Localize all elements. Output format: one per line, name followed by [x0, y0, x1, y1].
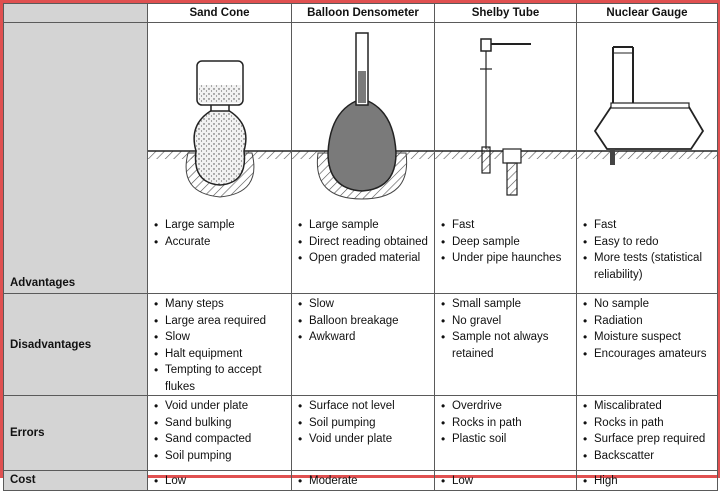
shelby-tube-cost-cell: Low [434, 470, 577, 491]
comparison-frame: Sand Cone Balloon Densometer Shelby Tube… [0, 0, 720, 478]
list-item: No gravel [441, 313, 572, 330]
list-item: Many steps [154, 296, 287, 313]
balloon-densometer-errors-list: Surface not level Soil pumping Void unde… [298, 398, 430, 448]
row-header-disadvantages: Disadvantages [3, 293, 148, 396]
list-item: Open graded material [298, 250, 430, 267]
row-header-errors: Errors [3, 395, 148, 471]
balloon-densometer-advantages-list: Large sample Direct reading obtained Ope… [298, 217, 430, 267]
list-item: Under pipe haunches [441, 250, 572, 267]
balloon-densometer-disadvantages-list: Slow Balloon breakage Awkward [298, 296, 430, 346]
list-item: Fast [583, 217, 713, 234]
column-header-shelby-tube: Shelby Tube [434, 3, 577, 23]
list-item: Easy to redo [583, 234, 713, 251]
sand-cone-advantages-cell: Large sample Accurate [147, 22, 292, 294]
list-item: Halt equipment [154, 346, 287, 363]
row-header-advantages: Advantages [3, 22, 148, 294]
list-item: Large area required [154, 313, 287, 330]
corner-cell [3, 3, 148, 23]
errors-row: Errors Void under plate Sand bulking San… [3, 395, 718, 471]
sand-cone-errors-list: Void under plate Sand bulking Sand compa… [154, 398, 287, 464]
list-item: Overdrive [441, 398, 572, 415]
advantages-row: Advantages [3, 22, 718, 294]
list-item: Awkward [298, 329, 430, 346]
list-item: Direct reading obtained [298, 234, 430, 251]
list-item: Large sample [154, 217, 287, 234]
list-item: Sand bulking [154, 415, 287, 432]
shelby-tube-errors-cell: Overdrive Rocks in path Plastic soil [434, 395, 577, 471]
nuclear-gauge-advantages-cell: Fast Easy to redo More tests (statistica… [576, 22, 718, 294]
balloon-densometer-disadvantages-cell: Slow Balloon breakage Awkward [291, 293, 435, 396]
list-item: Low [154, 473, 287, 490]
sand-cone-cost-cell: Low [147, 470, 292, 491]
nuclear-gauge-errors-cell: Miscalibrated Rocks in path Surface prep… [576, 395, 718, 471]
balloon-densometer-cost-cell: Moderate [291, 470, 435, 491]
list-item: Miscalibrated [583, 398, 713, 415]
list-item: Radiation [583, 313, 713, 330]
list-item: Large sample [298, 217, 430, 234]
list-item: Rocks in path [441, 415, 572, 432]
list-item: Soil pumping [298, 415, 430, 432]
nuclear-gauge-cost-cell: High [576, 470, 718, 491]
list-item: Sample not always retained [441, 329, 572, 362]
list-item: Void under plate [154, 398, 287, 415]
shelby-tube-advantages-cell: Fast Deep sample Under pipe haunches [434, 22, 577, 294]
row-header-cost: Cost [3, 470, 148, 491]
list-item: High [583, 473, 713, 490]
list-item: Sand compacted [154, 431, 287, 448]
list-item: No sample [583, 296, 713, 313]
nuclear-gauge-advantages-list: Fast Easy to redo More tests (statistica… [583, 217, 713, 283]
disadvantages-row: Disadvantages Many steps Large area requ… [3, 293, 718, 396]
list-item: Moisture suspect [583, 329, 713, 346]
list-item: Backscatter [583, 448, 713, 465]
list-item: Slow [298, 296, 430, 313]
sand-cone-disadvantages-list: Many steps Large area required Slow Halt… [154, 296, 287, 395]
list-item: Fast [441, 217, 572, 234]
row-label-advantages: Advantages [10, 277, 76, 289]
column-header-nuclear-gauge: Nuclear Gauge [576, 3, 718, 23]
balloon-densometer-errors-cell: Surface not level Soil pumping Void unde… [291, 395, 435, 471]
sand-cone-errors-cell: Void under plate Sand bulking Sand compa… [147, 395, 292, 471]
list-item: Rocks in path [583, 415, 713, 432]
sand-cone-advantages-list: Large sample Accurate [154, 217, 287, 250]
list-item: Void under plate [298, 431, 430, 448]
balloon-densometer-advantages-cell: Large sample Direct reading obtained Ope… [291, 22, 435, 294]
balloon-densometer-illustration [292, 23, 434, 215]
list-item: Balloon breakage [298, 313, 430, 330]
list-item: More tests (statistical reliability) [583, 250, 713, 283]
list-item: Accurate [154, 234, 287, 251]
list-item: Low [441, 473, 572, 490]
shelby-tube-disadvantages-cell: Small sample No gravel Sample not always… [434, 293, 577, 396]
shelby-tube-disadvantages-list: Small sample No gravel Sample not always… [441, 296, 572, 362]
column-header-balloon-densometer: Balloon Densometer [291, 3, 435, 23]
cost-row: Cost Low Moderate Low High [3, 470, 718, 491]
shelby-tube-advantages-list: Fast Deep sample Under pipe haunches [441, 217, 572, 267]
nuclear-gauge-errors-list: Miscalibrated Rocks in path Surface prep… [583, 398, 713, 464]
list-item: Small sample [441, 296, 572, 313]
list-item: Plastic soil [441, 431, 572, 448]
list-item: Moderate [298, 473, 430, 490]
list-item: Soil pumping [154, 448, 287, 465]
shelby-tube-errors-list: Overdrive Rocks in path Plastic soil [441, 398, 572, 448]
list-item: Deep sample [441, 234, 572, 251]
sand-cone-disadvantages-cell: Many steps Large area required Slow Halt… [147, 293, 292, 396]
list-item: Encourages amateurs [583, 346, 713, 363]
list-item: Slow [154, 329, 287, 346]
nuclear-gauge-disadvantages-list: No sample Radiation Moisture suspect Enc… [583, 296, 713, 362]
density-test-comparison-table: Sand Cone Balloon Densometer Shelby Tube… [3, 3, 718, 491]
list-item: Surface not level [298, 398, 430, 415]
list-item: Tempting to accept flukes [154, 362, 287, 395]
column-header-sand-cone: Sand Cone [147, 3, 292, 23]
shelby-tube-illustration [435, 23, 576, 215]
list-item: Surface prep required [583, 431, 713, 448]
header-row: Sand Cone Balloon Densometer Shelby Tube… [3, 3, 718, 23]
sand-cone-illustration [148, 23, 291, 215]
nuclear-gauge-illustration [577, 23, 717, 215]
nuclear-gauge-disadvantages-cell: No sample Radiation Moisture suspect Enc… [576, 293, 718, 396]
